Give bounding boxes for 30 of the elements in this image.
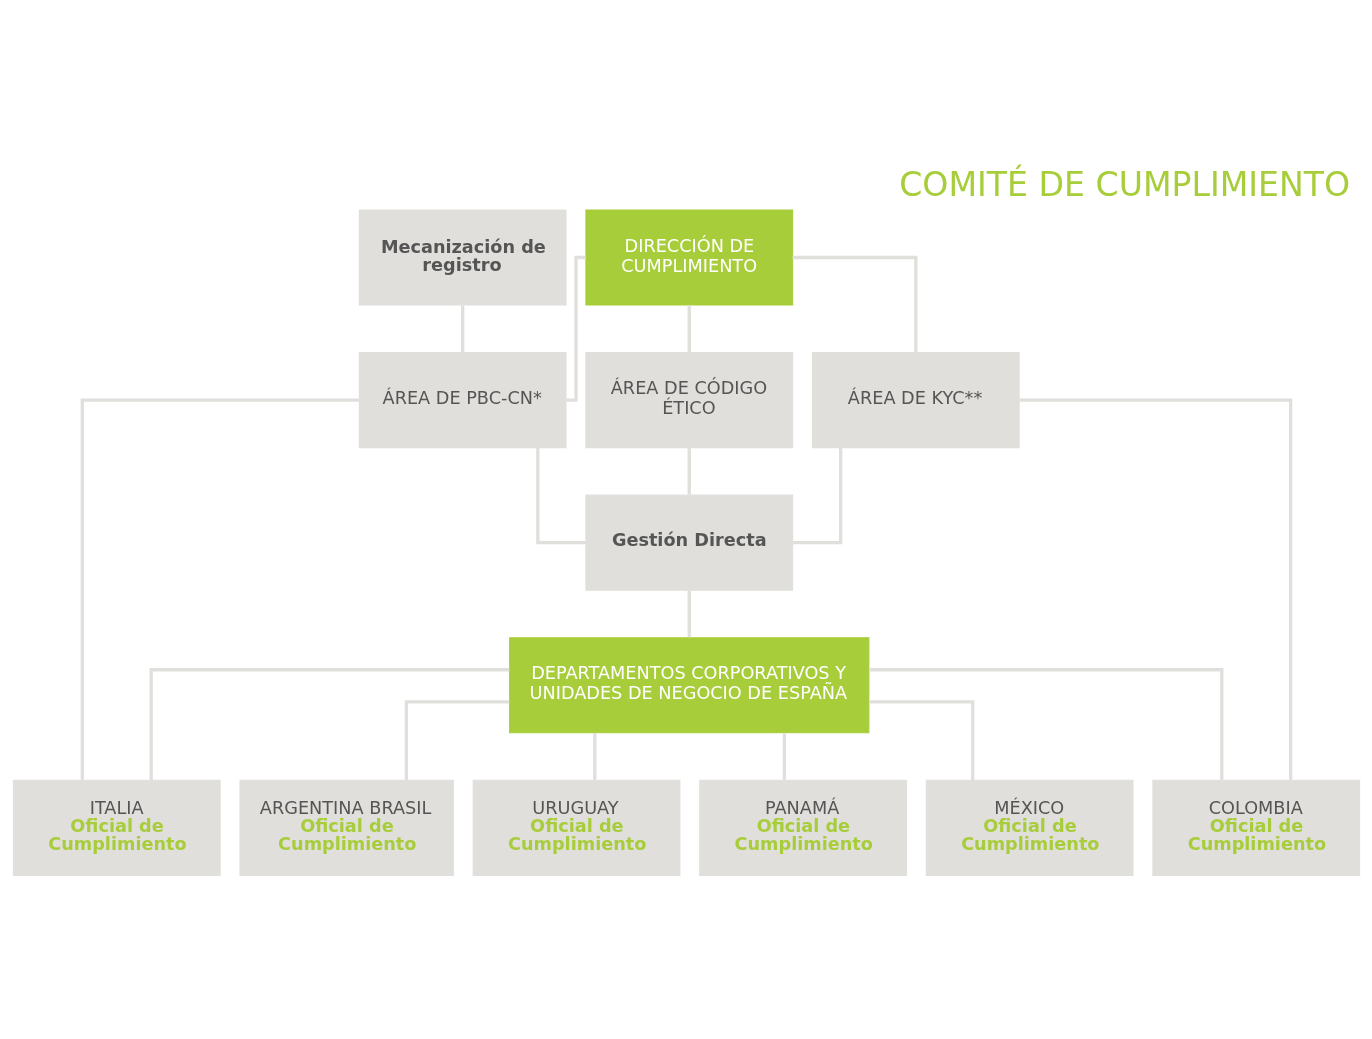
connector xyxy=(460,304,464,352)
connector xyxy=(535,447,586,544)
connector xyxy=(565,255,586,402)
connector xyxy=(80,397,359,780)
node-box: ÁREA DE CÓDIGO ÉTICO xyxy=(584,351,793,448)
node-box: COLOMBIA Oficial de Cumplimiento xyxy=(1151,779,1360,876)
connector xyxy=(868,699,974,780)
connector xyxy=(404,699,509,780)
connector xyxy=(1018,397,1292,780)
connector xyxy=(782,732,786,780)
node-box: Gestión Directa xyxy=(584,494,793,591)
node-box: URUGUAY Oficial de Cumplimiento xyxy=(472,779,680,876)
connector xyxy=(149,667,509,780)
connector xyxy=(687,447,691,495)
node-box: ITALIA Oficial de Cumplimiento xyxy=(12,779,221,876)
connector xyxy=(687,590,691,637)
node-box: Mecanización de registro xyxy=(358,208,567,306)
node-box: ÁREA DE KYC** xyxy=(811,351,1020,448)
connector xyxy=(792,255,917,352)
node-box: DIRECCIÓN DE CUMPLIMIENTO xyxy=(584,208,793,306)
connector xyxy=(792,447,842,544)
node-box: DEPARTAMENTOS CORPORATIVOS Y UNIDADES DE NEGOCIO DE ESPAÑA xyxy=(508,636,869,733)
connector xyxy=(687,304,691,352)
node-box: ÁREA DE PBC-CN* xyxy=(358,351,567,448)
node-box: PANAMÁ Oficial de Cumplimiento xyxy=(698,779,907,876)
connector xyxy=(868,667,1223,780)
node-box: MÉXICO Oficial de Cumplimiento xyxy=(925,779,1134,876)
diagram-title: COMITÉ DE CUMPLIMIENTO xyxy=(898,164,1350,204)
connector xyxy=(592,732,596,780)
node-box: ARGENTINA BRASIL Oficial de Cumplimiento xyxy=(238,779,454,876)
